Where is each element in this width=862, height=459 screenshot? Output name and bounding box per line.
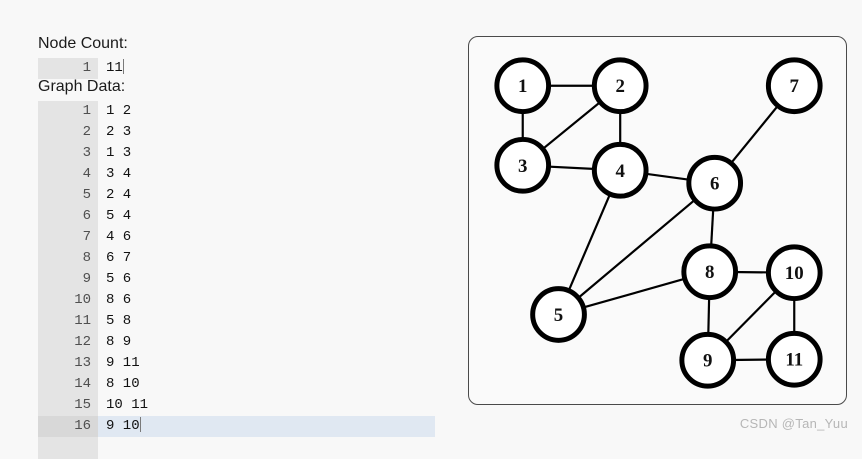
graph-node[interactable]: 5 — [530, 286, 587, 343]
graph-data-row[interactable]: 4 3 4 — [38, 164, 435, 185]
line-number: 15 — [38, 395, 98, 416]
graph-node-circle — [765, 330, 823, 388]
graph-data-row[interactable]: 12 8 9 — [38, 332, 435, 353]
graph-data-row[interactable]: 8 6 7 — [38, 248, 435, 269]
line-number: 16 — [38, 416, 98, 437]
line-number: 14 — [38, 374, 98, 395]
graph-node-circle — [591, 57, 649, 115]
graph-data-row[interactable]: 15 10 11 — [38, 395, 435, 416]
graph-data-row[interactable]: 7 4 6 — [38, 227, 435, 248]
line-number: 4 — [38, 164, 98, 185]
graph-data-row[interactable]: 3 1 3 — [38, 143, 435, 164]
graph-node[interactable]: 3 — [494, 136, 552, 194]
code-line-text[interactable]: 1 3 — [106, 145, 132, 161]
graph-data-row[interactable]: 2 2 3 — [38, 122, 435, 143]
code-line-text[interactable]: 1 2 — [106, 103, 132, 119]
graph-node-label: 11 — [785, 350, 803, 371]
graph-node[interactable]: 2 — [591, 57, 649, 115]
watermark: CSDN @Tan_Yuu — [739, 416, 848, 431]
graph-data-row[interactable]: 16 9 10 — [38, 416, 435, 437]
graph-node-label: 10 — [785, 263, 804, 284]
graph-node-circle — [686, 154, 744, 212]
graph-node[interactable]: 11 — [765, 330, 823, 388]
graph-data-row[interactable]: 9 5 6 — [38, 269, 435, 290]
graph-node-label: 7 — [790, 76, 799, 97]
graph-node-label: 5 — [554, 305, 563, 326]
graph-node-label: 1 — [518, 76, 527, 97]
graph-node-circle — [765, 244, 823, 302]
graph-node-circle — [530, 286, 587, 343]
text-caret — [139, 417, 141, 432]
code-line-text[interactable]: 6 7 — [106, 250, 132, 266]
graph-data-row[interactable]: 6 5 4 — [38, 206, 435, 227]
code-line-text[interactable]: 9 11 — [106, 355, 140, 371]
node-count-label: Node Count: — [38, 35, 128, 52]
graph-node-circle — [765, 57, 823, 115]
graph-node[interactable]: 8 — [681, 243, 739, 301]
line-number: 5 — [38, 185, 98, 206]
line-number: 2 — [38, 122, 98, 143]
graph-node-circle — [494, 136, 552, 194]
line-number: 9 — [38, 269, 98, 290]
code-line-text[interactable]: 9 10 — [106, 417, 141, 434]
graph-node-circle — [591, 141, 649, 199]
gutter-tail — [38, 437, 98, 459]
line-number: 7 — [38, 227, 98, 248]
code-line-text[interactable]: 5 4 — [106, 208, 132, 224]
code-line-text[interactable]: 5 6 — [106, 271, 132, 287]
line-number: 1 — [38, 101, 98, 122]
graph-node-label: 6 — [710, 174, 719, 195]
graph-node-label: 9 — [703, 351, 712, 372]
code-line-text[interactable]: 11 — [106, 59, 124, 76]
graph-node[interactable]: 7 — [765, 57, 823, 115]
graph-node[interactable]: 10 — [765, 244, 823, 302]
code-line-text[interactable]: 5 8 — [106, 313, 132, 329]
code-line-text[interactable]: 8 10 — [106, 376, 140, 392]
graph-data-row[interactable]: 10 8 6 — [38, 290, 435, 311]
line-number: 6 — [38, 206, 98, 227]
graph-node-label: 3 — [518, 156, 527, 177]
graph-node-circle — [681, 243, 739, 301]
text-caret — [122, 59, 124, 74]
graph-node[interactable]: 1 — [494, 57, 552, 115]
code-line-text[interactable]: 4 6 — [106, 229, 132, 245]
line-number: 13 — [38, 353, 98, 374]
graph-data-label: Graph Data: — [38, 78, 126, 95]
graph-visualization-panel: 1 2 3 4 5 6 7 8 9 10 11 — [468, 36, 847, 405]
graph-data-row[interactable]: 13 9 11 — [38, 353, 435, 374]
code-line-text[interactable]: 3 4 — [106, 166, 132, 182]
graph-svg: 1 2 3 4 5 6 7 8 9 10 11 — [494, 57, 823, 389]
graph-node-circle — [679, 331, 737, 389]
code-line-text[interactable]: 2 4 — [106, 187, 132, 203]
graph-node[interactable]: 9 — [679, 331, 737, 389]
graph-node-label: 4 — [615, 161, 625, 182]
graph-data-row[interactable]: 1 1 2 — [38, 101, 435, 122]
graph-data-editor[interactable]: 1 1 2 2 2 3 3 1 3 4 3 4 5 2 4 6 5 4 7 4 6 8 6 7 9 5 6 10 8 … — [38, 101, 435, 437]
graph-data-row[interactable]: 14 8 10 — [38, 374, 435, 395]
graph-node-label: 8 — [705, 262, 714, 283]
line-number: 12 — [38, 332, 98, 353]
line-number: 10 — [38, 290, 98, 311]
line-number: 8 — [38, 248, 98, 269]
code-line-text[interactable]: 8 6 — [106, 292, 132, 308]
line-number: 11 — [38, 311, 98, 332]
graph-data-row[interactable]: 11 5 8 — [38, 311, 435, 332]
line-number: 3 — [38, 143, 98, 164]
code-line-text[interactable]: 10 11 — [106, 397, 149, 413]
graph-node[interactable]: 6 — [686, 154, 744, 212]
code-line-text[interactable]: 2 3 — [106, 124, 132, 140]
graph-edge — [557, 182, 716, 316]
graph-data-row[interactable]: 5 2 4 — [38, 185, 435, 206]
graph-node[interactable]: 4 — [591, 141, 649, 199]
line-number: 1 — [38, 58, 98, 79]
graph-node-circle — [494, 57, 552, 115]
code-line-text[interactable]: 8 9 — [106, 334, 132, 350]
graph-node-label: 2 — [615, 76, 624, 97]
